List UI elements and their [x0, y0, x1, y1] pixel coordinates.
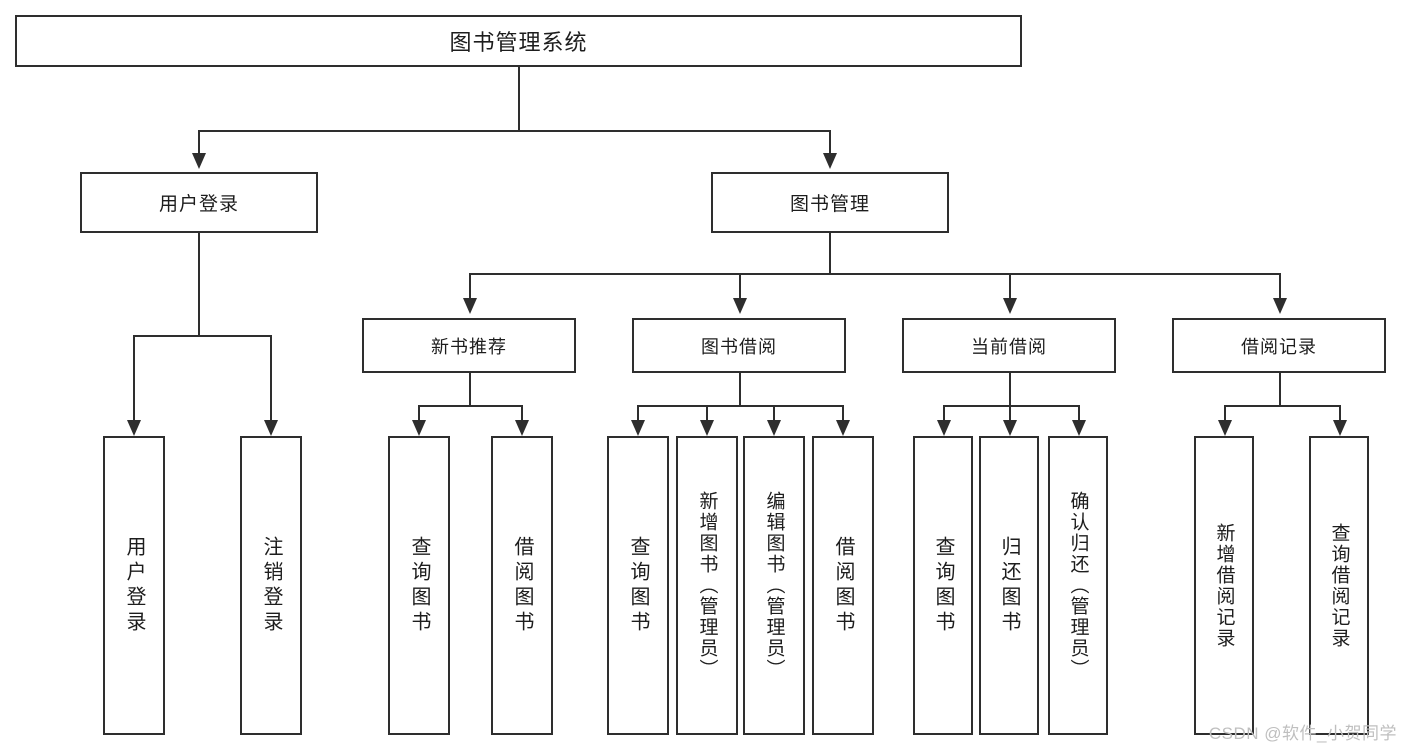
connector-borrow-record-to-leaf-1	[1224, 405, 1226, 421]
leaf-user-login[interactable]: 用户登录	[103, 436, 165, 735]
arrow-book-manage-to-lvl3-3	[1003, 298, 1017, 314]
node-label: 归还图书	[998, 535, 1020, 636]
connector-new-book-to-leaf-2	[521, 405, 523, 421]
leaf-record-add-borrow-record[interactable]: 新增借阅记录	[1194, 436, 1254, 735]
arrow-book-borrow-to-leaf-3	[767, 420, 781, 436]
node-label: 注销登录	[260, 535, 282, 636]
connector-book-manage-to-lvl3-1	[469, 273, 471, 299]
connector-user-login-to-leaf-1	[133, 335, 135, 421]
leaf-recommend-query-book[interactable]: 查询图书	[388, 436, 450, 735]
node-label: 编辑图书（管理员）	[763, 491, 785, 680]
arrow-root-to-user-login	[192, 153, 206, 169]
node-label: 查询图书	[627, 535, 649, 636]
arrow-book-borrow-to-leaf-2	[700, 420, 714, 436]
leaf-record-query-borrow-record[interactable]: 查询借阅记录	[1309, 436, 1369, 735]
node-user-login[interactable]: 用户登录	[80, 172, 318, 233]
node-label: 新书推荐	[431, 336, 507, 357]
connector-root-to-user-login	[198, 130, 200, 154]
arrow-current-borrow-to-leaf-3	[1072, 420, 1086, 436]
connector-user-login-to-leaf-2	[270, 335, 272, 421]
connector-borrow-record-stem	[1279, 373, 1281, 405]
node-root-system[interactable]: 图书管理系统	[15, 15, 1022, 67]
connector-book-borrow-bus	[637, 405, 843, 407]
node-label: 查询借阅记录	[1328, 522, 1350, 649]
arrow-book-manage-to-lvl3-1	[463, 298, 477, 314]
leaf-recommend-borrow-book[interactable]: 借阅图书	[491, 436, 553, 735]
node-label: 借阅图书	[511, 535, 533, 636]
arrow-new-book-to-leaf-1	[412, 420, 426, 436]
leaf-borrow-edit-book-admin[interactable]: 编辑图书（管理员）	[743, 436, 805, 735]
leaf-current-query-book[interactable]: 查询图书	[913, 436, 973, 735]
arrow-user-login-to-leaf-1	[127, 420, 141, 436]
node-label: 新增借阅记录	[1213, 522, 1235, 649]
connector-user-login-stem	[198, 233, 200, 335]
connector-book-borrow-to-leaf-2	[706, 405, 708, 421]
connector-book-borrow-to-leaf-3	[773, 405, 775, 421]
node-label: 图书借阅	[701, 336, 777, 357]
arrow-current-borrow-to-leaf-1	[937, 420, 951, 436]
node-label: 用户登录	[158, 194, 239, 215]
connector-current-borrow-stem	[1009, 373, 1011, 405]
node-book-manage[interactable]: 图书管理	[711, 172, 949, 233]
connector-current-borrow-to-leaf-1	[943, 405, 945, 421]
connector-borrow-record-to-leaf-2	[1339, 405, 1341, 421]
node-label: 新增图书（管理员）	[696, 491, 718, 680]
connector-root-stem	[518, 67, 520, 130]
node-new-book-recommend[interactable]: 新书推荐	[362, 318, 576, 373]
connector-root-to-book-manage	[829, 130, 831, 154]
connector-new-book-to-leaf-1	[418, 405, 420, 421]
node-label: 查询图书	[408, 535, 430, 636]
connector-book-manage-to-lvl3-3	[1009, 273, 1011, 299]
leaf-logout-login[interactable]: 注销登录	[240, 436, 302, 735]
connector-book-manage-to-lvl3-4	[1279, 273, 1281, 299]
leaf-borrow-add-book-admin[interactable]: 新增图书（管理员）	[676, 436, 738, 735]
node-current-borrow[interactable]: 当前借阅	[902, 318, 1116, 373]
leaf-borrow-borrow-book[interactable]: 借阅图书	[812, 436, 874, 735]
connector-book-borrow-to-leaf-4	[842, 405, 844, 421]
connector-borrow-record-bus	[1224, 405, 1340, 407]
arrow-book-manage-to-lvl3-2	[733, 298, 747, 314]
connector-new-book-bus	[418, 405, 522, 407]
connector-book-manage-bus	[469, 273, 1279, 275]
arrow-book-manage-to-lvl3-4	[1273, 298, 1287, 314]
arrow-book-borrow-to-leaf-1	[631, 420, 645, 436]
connector-user-login-bus	[133, 335, 270, 337]
connector-current-borrow-to-leaf-3	[1078, 405, 1080, 421]
leaf-current-return-book[interactable]: 归还图书	[979, 436, 1039, 735]
connector-book-borrow-stem	[739, 373, 741, 405]
node-borrow-record[interactable]: 借阅记录	[1172, 318, 1386, 373]
arrow-root-to-book-manage	[823, 153, 837, 169]
node-label: 确认归还（管理员）	[1067, 491, 1089, 680]
node-label: 当前借阅	[971, 336, 1047, 357]
node-label: 借阅记录	[1241, 336, 1317, 357]
node-label: 图书管理	[789, 194, 870, 215]
arrow-book-borrow-to-leaf-4	[836, 420, 850, 436]
arrow-user-login-to-leaf-2	[264, 420, 278, 436]
arrow-new-book-to-leaf-2	[515, 420, 529, 436]
connector-current-borrow-to-leaf-2	[1009, 405, 1011, 421]
arrow-borrow-record-to-leaf-1	[1218, 420, 1232, 436]
node-label: 查询图书	[932, 535, 954, 636]
connector-book-manage-stem	[829, 233, 831, 273]
connector-new-book-stem	[469, 373, 471, 405]
connector-root-bus	[198, 130, 830, 132]
node-label: 借阅图书	[832, 535, 854, 636]
arrow-borrow-record-to-leaf-2	[1333, 420, 1347, 436]
node-label: 用户登录	[123, 535, 145, 636]
node-label: 图书管理系统	[449, 30, 588, 55]
leaf-borrow-query-book[interactable]: 查询图书	[607, 436, 669, 735]
leaf-current-confirm-return-admin[interactable]: 确认归还（管理员）	[1048, 436, 1108, 735]
connector-current-borrow-bus	[943, 405, 1079, 407]
connector-book-manage-to-lvl3-2	[739, 273, 741, 299]
connector-book-borrow-to-leaf-1	[637, 405, 639, 421]
arrow-current-borrow-to-leaf-2	[1003, 420, 1017, 436]
node-book-borrow[interactable]: 图书借阅	[632, 318, 846, 373]
